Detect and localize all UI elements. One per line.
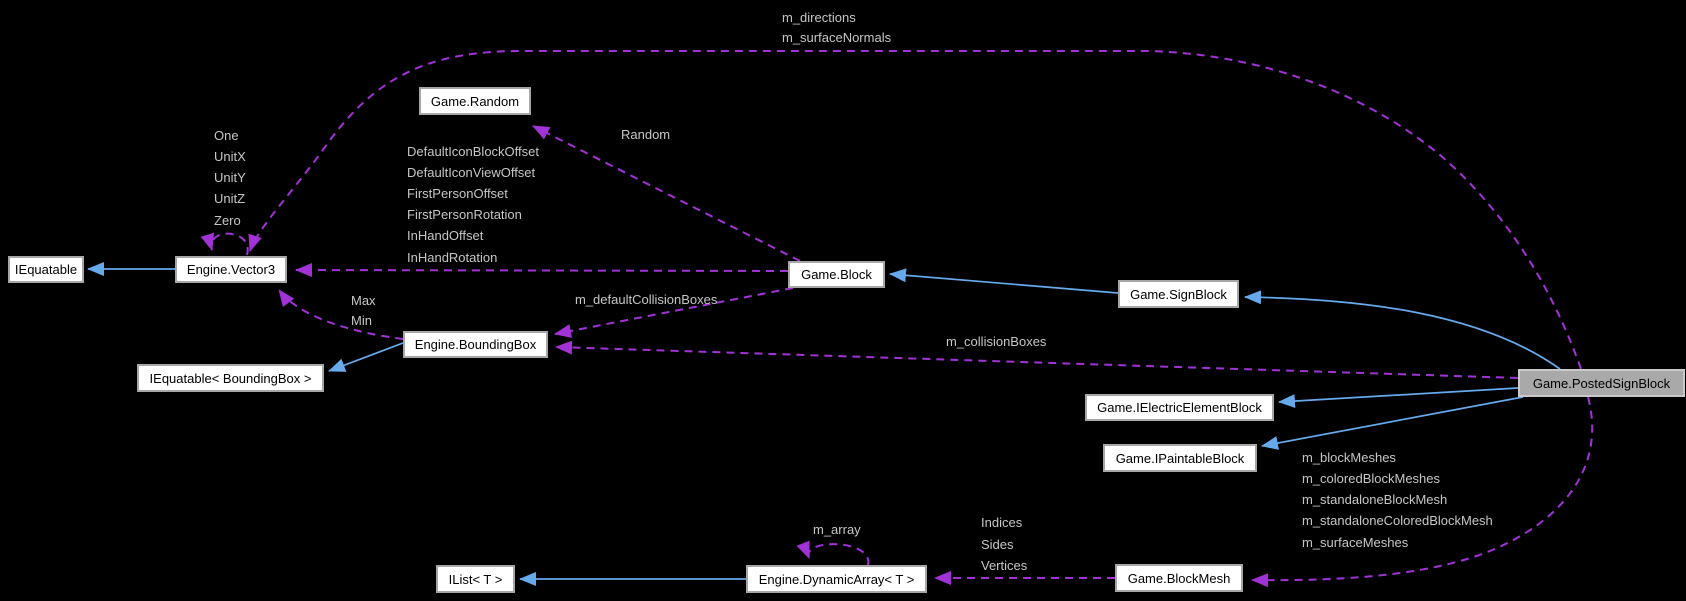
edge-vector3-self-usage <box>200 232 249 256</box>
edge-label-m-defaultcollisionboxes: m_defaultCollisionBoxes <box>575 292 718 307</box>
edge-label-max: Max <box>351 293 376 308</box>
edge-postedsignblock-uses-vector3 <box>248 50 1582 370</box>
edge-label-m-array: m_array <box>813 522 861 537</box>
node-game-block[interactable]: Game.Block <box>788 261 885 288</box>
edge-label-m-standalonecoloredblockmesh: m_standaloneColoredBlockMesh <box>1302 513 1493 528</box>
edge-label-sides: Sides <box>981 537 1014 552</box>
edge-dynamicarray-self-usage <box>796 540 870 566</box>
edge-signblock-inherits-block <box>889 268 1119 294</box>
edge-label-unitx: UnitX <box>214 149 246 164</box>
edge-label-firstpersonrotation: FirstPersonRotation <box>407 207 522 222</box>
edge-label-m-coloredblockmeshes: m_coloredBlockMeshes <box>1302 471 1441 486</box>
edge-label-indices: Indices <box>981 515 1023 530</box>
node-game-blockmesh[interactable]: Game.BlockMesh <box>1115 564 1243 592</box>
edge-postedsignblock-uses-blockmesh <box>1251 396 1594 588</box>
edge-label-m-directions: m_directions <box>782 10 856 25</box>
node-game-ielectricelementblock[interactable]: Game.IElectricElementBlock <box>1085 394 1274 421</box>
node-game-postedsignblock[interactable]: Game.PostedSignBlock <box>1518 369 1685 397</box>
edge-boundingbox-uses-vector3 <box>278 289 404 340</box>
edge-label-vertices: Vertices <box>981 558 1028 573</box>
edge-label-inhandrotation: InHandRotation <box>407 250 498 265</box>
edge-label-inhandoffset: InHandOffset <box>407 228 484 243</box>
edge-label-random: Random <box>621 127 671 142</box>
edge-label-firstpersonoffset: FirstPersonOffset <box>407 186 508 201</box>
node-game-random[interactable]: Game.Random <box>419 87 531 115</box>
edge-postedsignblock-inherits-signblock <box>1244 290 1561 370</box>
edge-block-uses-random <box>532 125 801 262</box>
edge-label-defaulticonblockoffset: DefaultIconBlockOffset <box>407 144 539 159</box>
edge-label-m-surfacemeshes: m_surfaceMeshes <box>1302 535 1409 550</box>
node-iequatable-boundingbox[interactable]: IEquatable< BoundingBox > <box>137 364 324 392</box>
edge-block-uses-vector3 <box>295 263 789 278</box>
edge-boundingbox-inherits-iequatable-boundingbox <box>328 342 404 372</box>
node-engine-vector3[interactable]: Engine.Vector3 <box>175 256 287 283</box>
edge-label-m-blockmeshes: m_blockMeshes <box>1302 450 1396 465</box>
node-engine-boundingbox[interactable]: Engine.BoundingBox <box>403 331 548 358</box>
edge-label-unity: UnitY <box>214 170 246 185</box>
edge-label-unitz: UnitZ <box>214 191 246 206</box>
node-ilist-t[interactable]: IList< T > <box>436 565 515 593</box>
edge-postedsignblock-inherits-ipaintableblock <box>1261 396 1524 450</box>
edge-label-m-standaloneblockmesh: m_standaloneBlockMesh <box>1302 492 1448 507</box>
edge-block-uses-boundingbox <box>554 287 794 338</box>
edge-label-min: Min <box>351 313 372 328</box>
edge-postedsignblock-inherits-ielectricelementblock <box>1278 387 1519 409</box>
node-game-signblock[interactable]: Game.SignBlock <box>1118 280 1239 308</box>
edge-label-zero: Zero <box>214 213 241 228</box>
node-iequatable[interactable]: IEquatable <box>8 256 84 283</box>
node-engine-dynamicarray-t[interactable]: Engine.DynamicArray< T > <box>746 565 927 593</box>
edge-label-m-collisionboxes: m_collisionBoxes <box>946 334 1047 349</box>
node-game-ipaintableblock[interactable]: Game.IPaintableBlock <box>1103 444 1257 472</box>
edge-label-defaulticonviewoffset: DefaultIconViewOffset <box>407 165 536 180</box>
edge-postedsignblock-uses-boundingbox <box>555 340 1519 379</box>
edge-label-m-surfacenormals: m_surfaceNormals <box>782 30 892 45</box>
edge-label-one: One <box>214 128 239 143</box>
